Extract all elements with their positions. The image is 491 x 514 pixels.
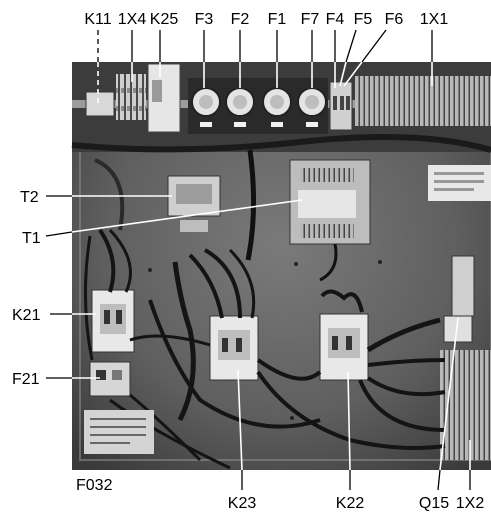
label-k22: K22 <box>336 495 365 512</box>
panel-photo <box>71 62 491 470</box>
leader-k22 <box>347 371 351 471</box>
label-k21: K21 <box>12 307 41 324</box>
label-k11: K11 <box>84 11 111 28</box>
label-f7: F7 <box>301 11 320 28</box>
k11-relay <box>85 91 115 117</box>
label-f5: F5 <box>354 11 373 28</box>
x4-terminal-block <box>116 74 146 120</box>
schematic-label <box>84 410 154 454</box>
wire-bundles <box>83 228 446 470</box>
label-f2: F2 <box>231 11 250 28</box>
leader-f6 <box>343 61 363 87</box>
label-k23: K23 <box>228 495 257 512</box>
label-t2: T2 <box>20 189 39 206</box>
label-x1: 1X1 <box>420 11 449 28</box>
leader-q15 <box>439 317 459 471</box>
label-f3: F3 <box>195 11 214 28</box>
leader-f5 <box>339 61 347 87</box>
leader-t1 <box>71 199 303 233</box>
leader-lines <box>45 29 471 491</box>
component-labels: K11 1X4 K25 F3 F2 F1 F7 F4 F5 F6 1X1 T2 … <box>12 11 484 512</box>
leader-k23 <box>237 369 243 471</box>
q15-motor-protector <box>451 255 475 317</box>
x1-terminal-strip <box>355 76 491 126</box>
label-f6: F6 <box>385 11 404 28</box>
label-f1: F1 <box>268 11 287 28</box>
label-x4: 1X4 <box>118 11 147 28</box>
label-f21: F21 <box>12 371 40 388</box>
label-f4: F4 <box>326 11 345 28</box>
label-x2: 1X2 <box>456 495 485 512</box>
label-k25: K25 <box>150 11 179 28</box>
label-t1: T1 <box>22 230 41 247</box>
label-f032: F032 <box>76 477 113 494</box>
label-q15: Q15 <box>419 495 449 512</box>
top-wire-bundle <box>71 134 491 153</box>
